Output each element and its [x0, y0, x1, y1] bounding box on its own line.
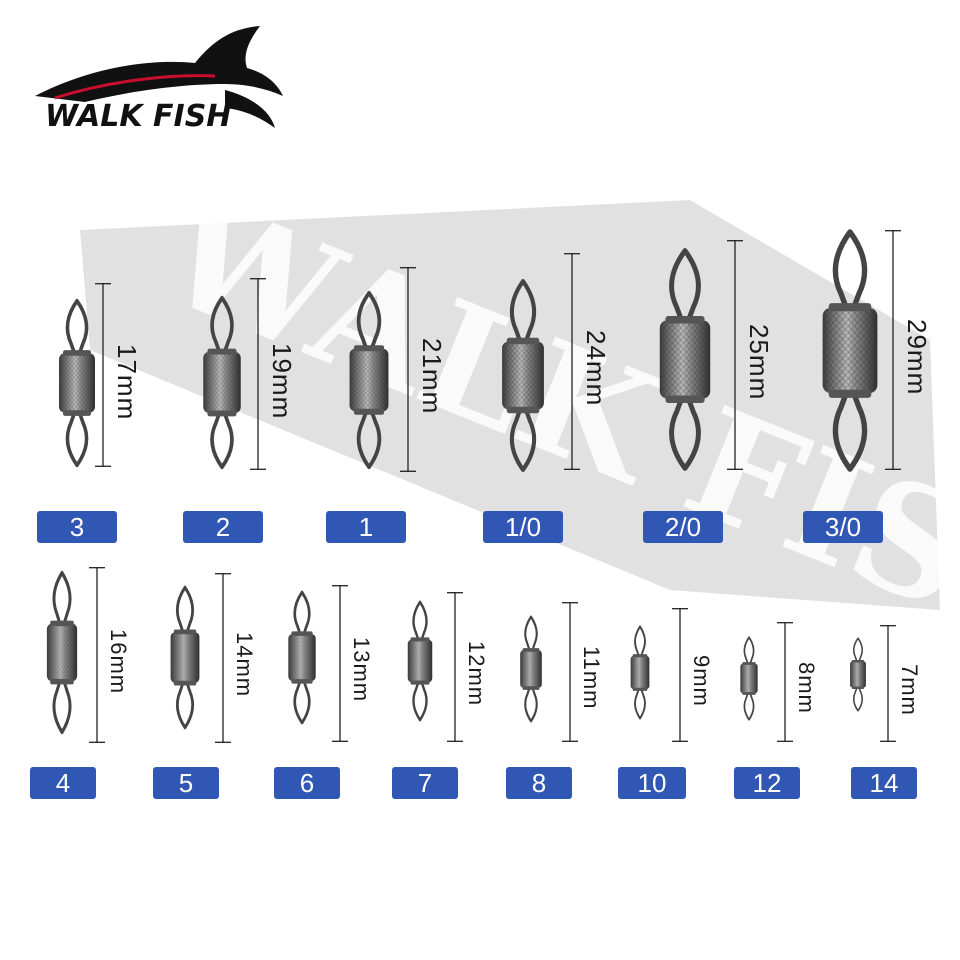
rolling-swivel-icon	[659, 248, 711, 471]
dimension-label: 9mm	[689, 655, 715, 708]
dimension-line	[400, 267, 416, 472]
dimension-label: 7mm	[897, 663, 923, 716]
dimension-line	[447, 592, 463, 742]
dimension-line	[777, 622, 793, 742]
dimension-label: 16mm	[106, 628, 132, 694]
size-badge: 8	[506, 767, 572, 799]
rolling-swivel-icon	[59, 298, 95, 468]
dimension-label: 14mm	[232, 631, 258, 697]
size-badge: 6	[274, 767, 340, 799]
size-badge: 10	[618, 767, 686, 799]
dimension-label: 25mm	[743, 323, 774, 401]
size-badge: 3/0	[803, 511, 883, 543]
dimension-line	[564, 253, 580, 470]
rolling-swivel-icon	[349, 290, 389, 470]
size-badge: 2	[183, 511, 263, 543]
size-badge: 1	[326, 511, 406, 543]
logo-text: WALK FISH	[45, 99, 231, 133]
rolling-swivel-icon	[502, 278, 544, 473]
rolling-swivel-icon	[288, 590, 316, 725]
dimension-line	[89, 567, 105, 743]
rolling-swivel-icon	[170, 585, 200, 730]
dimension-label: 21mm	[416, 338, 447, 415]
size-badge: 5	[153, 767, 219, 799]
dimension-line	[885, 230, 901, 470]
dimension-line	[880, 625, 896, 742]
dimension-label: 19mm	[266, 342, 297, 420]
dimension-label: 8mm	[794, 662, 820, 715]
dimension-label: 24mm	[580, 330, 611, 407]
dimension-label: 13mm	[349, 637, 375, 703]
size-badge: 7	[392, 767, 458, 799]
dimension-line	[250, 278, 266, 470]
rolling-swivel-icon	[203, 295, 241, 470]
rolling-swivel-icon	[850, 637, 866, 712]
rolling-swivel-icon	[740, 636, 758, 721]
dimension-label: 29mm	[901, 318, 932, 396]
dimension-label: 17mm	[111, 343, 142, 421]
dimension-label: 12mm	[464, 640, 490, 706]
rolling-swivel-icon	[520, 615, 542, 723]
rolling-swivel-icon	[46, 570, 78, 735]
size-badge: 1/0	[483, 511, 563, 543]
dimension-line	[562, 602, 578, 742]
dimension-line	[95, 283, 111, 467]
dimension-line	[672, 608, 688, 742]
size-badge: 3	[37, 511, 117, 543]
dimension-line	[332, 585, 348, 742]
dimension-label: 11mm	[579, 645, 605, 710]
size-badge: 4	[30, 767, 96, 799]
rolling-swivel-icon	[407, 600, 433, 722]
size-badge: 14	[851, 767, 917, 799]
size-badge: 2/0	[643, 511, 723, 543]
rolling-swivel-icon	[630, 625, 650, 720]
dimension-line	[215, 573, 231, 743]
rolling-swivel-icon	[822, 229, 878, 472]
shark-logo-icon: WALK FISH	[35, 26, 283, 133]
dimension-line	[727, 240, 743, 470]
size-badge: 12	[734, 767, 800, 799]
